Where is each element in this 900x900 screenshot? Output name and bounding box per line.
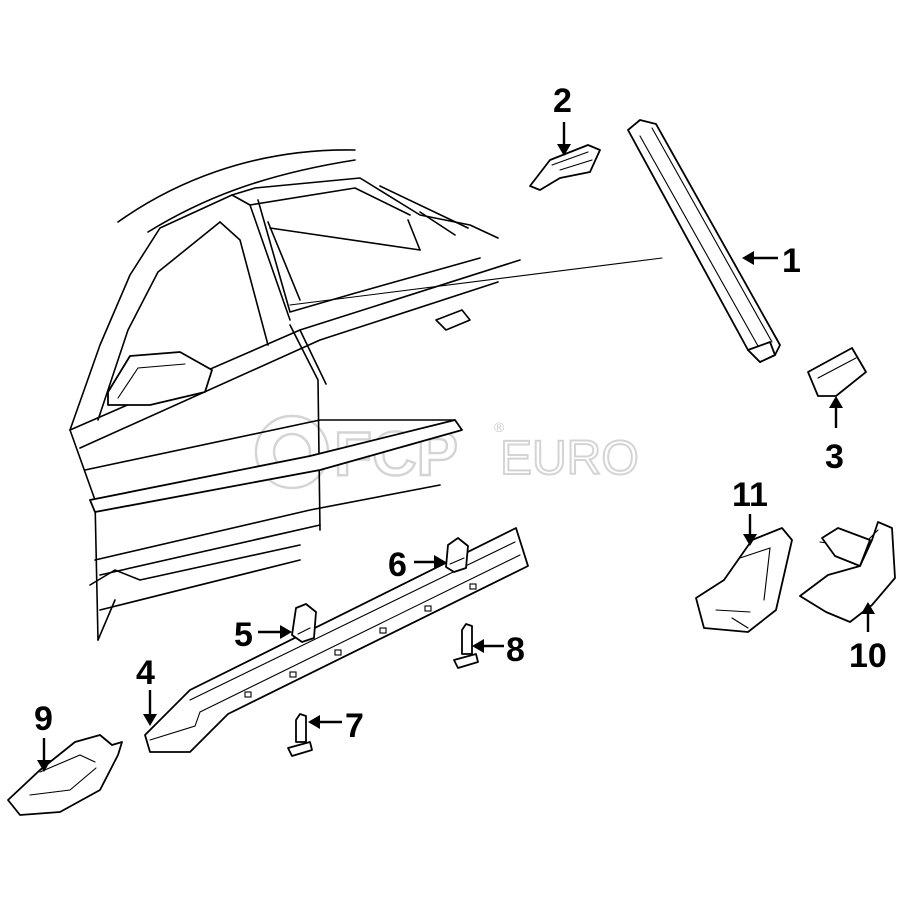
part-6-push-clip bbox=[445, 537, 469, 573]
part-2-clip-bracket bbox=[529, 144, 601, 191]
callout-labels: 1 2 3 4 5 6 7 8 9 10 11 bbox=[34, 82, 887, 745]
part-8-screw bbox=[453, 623, 479, 669]
callout-7: 7 bbox=[345, 707, 364, 745]
callout-5: 5 bbox=[234, 616, 253, 654]
part-4-rocker-molding bbox=[144, 527, 529, 753]
callout-3: 3 bbox=[825, 438, 844, 476]
car-body-outline bbox=[69, 149, 663, 641]
callout-9: 9 bbox=[34, 700, 53, 738]
part-11-bracket bbox=[695, 527, 793, 633]
part-3-end-cap bbox=[807, 347, 867, 397]
watermark-registered: ® bbox=[494, 419, 505, 435]
callout-8: 8 bbox=[506, 631, 525, 669]
part-7-screw bbox=[287, 713, 313, 757]
callout-1: 1 bbox=[782, 242, 801, 280]
callout-2: 2 bbox=[553, 82, 572, 120]
watermark-suffix: EURO bbox=[500, 432, 639, 485]
callout-10: 10 bbox=[849, 637, 887, 675]
callout-arrows bbox=[37, 122, 875, 772]
part-9-splash-guard bbox=[7, 734, 123, 816]
part-1-pillar-trim bbox=[627, 119, 781, 363]
rocker-clip-holes bbox=[244, 583, 477, 698]
callout-4: 4 bbox=[136, 654, 155, 692]
callout-11: 11 bbox=[732, 476, 768, 514]
part-10-rear-splash-guard bbox=[799, 521, 896, 623]
part-5-push-clip bbox=[291, 603, 317, 643]
callout-6: 6 bbox=[388, 546, 407, 584]
